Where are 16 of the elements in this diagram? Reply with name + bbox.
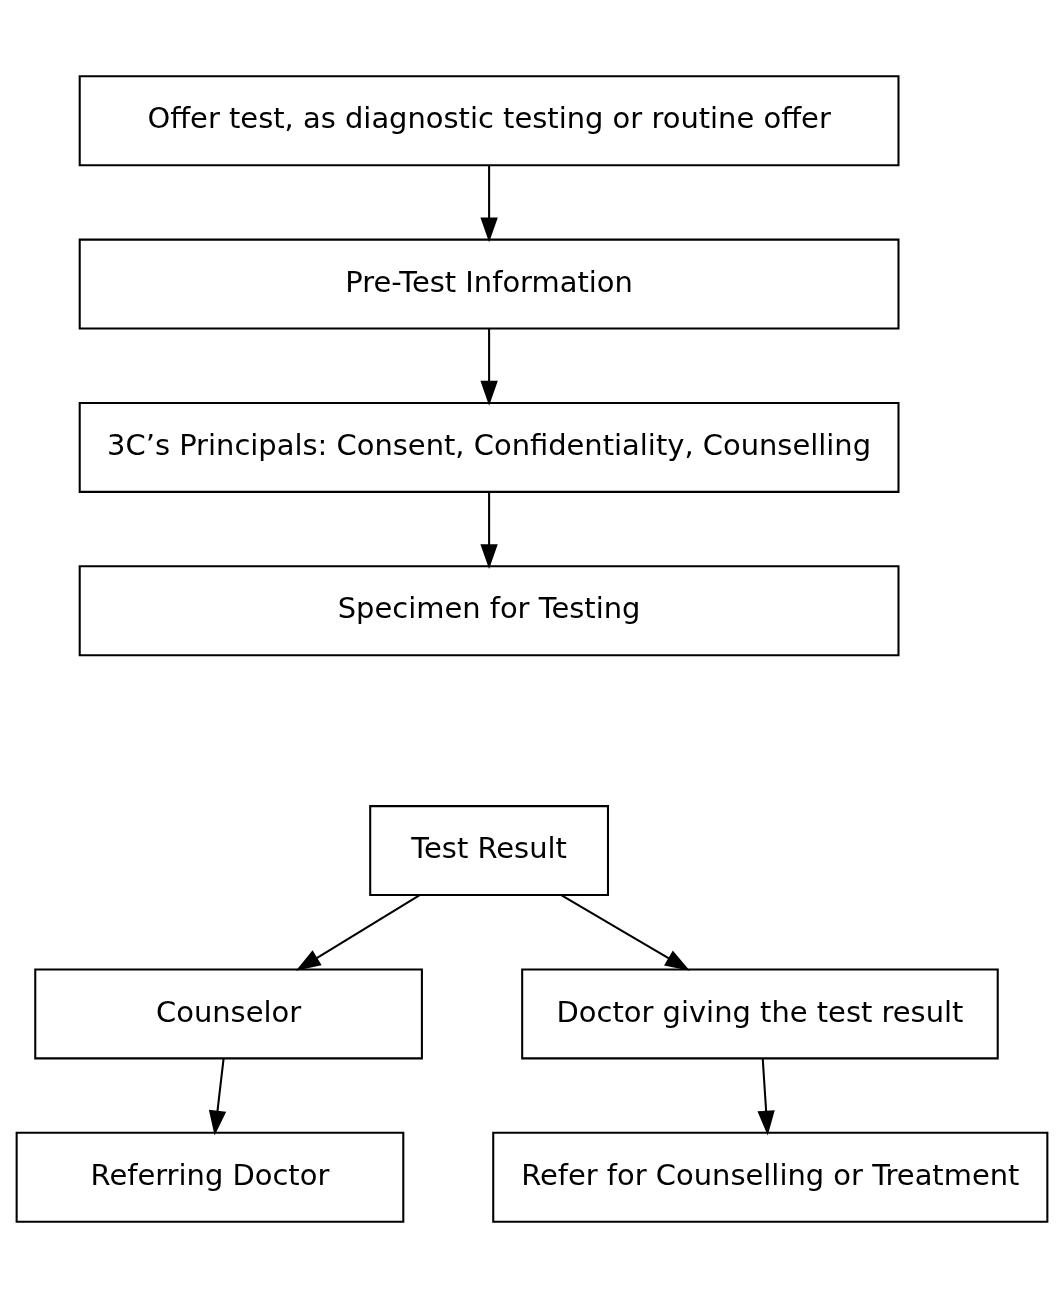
arrow [480, 328, 498, 406]
node-box: Counselor [34, 968, 423, 1060]
node-box: Test Result [369, 805, 609, 897]
node-box: Offer test, as diagnostic testing or routine offer [78, 75, 900, 167]
node-box: Referring Doctor [15, 1131, 405, 1223]
arrow [208, 1058, 227, 1136]
node-box: Specimen for Testing [78, 565, 900, 657]
node-box: Pre-Test Information [78, 238, 900, 330]
node-box: 3C’s Principals: Consent, Confidentiality, Counselling [78, 401, 900, 493]
node-box: Doctor giving the test result [521, 968, 999, 1060]
arrow [757, 1058, 775, 1136]
arrow [480, 492, 498, 570]
arrow [480, 165, 498, 243]
arrow [295, 894, 420, 971]
arrow [561, 894, 690, 971]
node-box: Refer for Counselling or Treatment [492, 1131, 1049, 1223]
